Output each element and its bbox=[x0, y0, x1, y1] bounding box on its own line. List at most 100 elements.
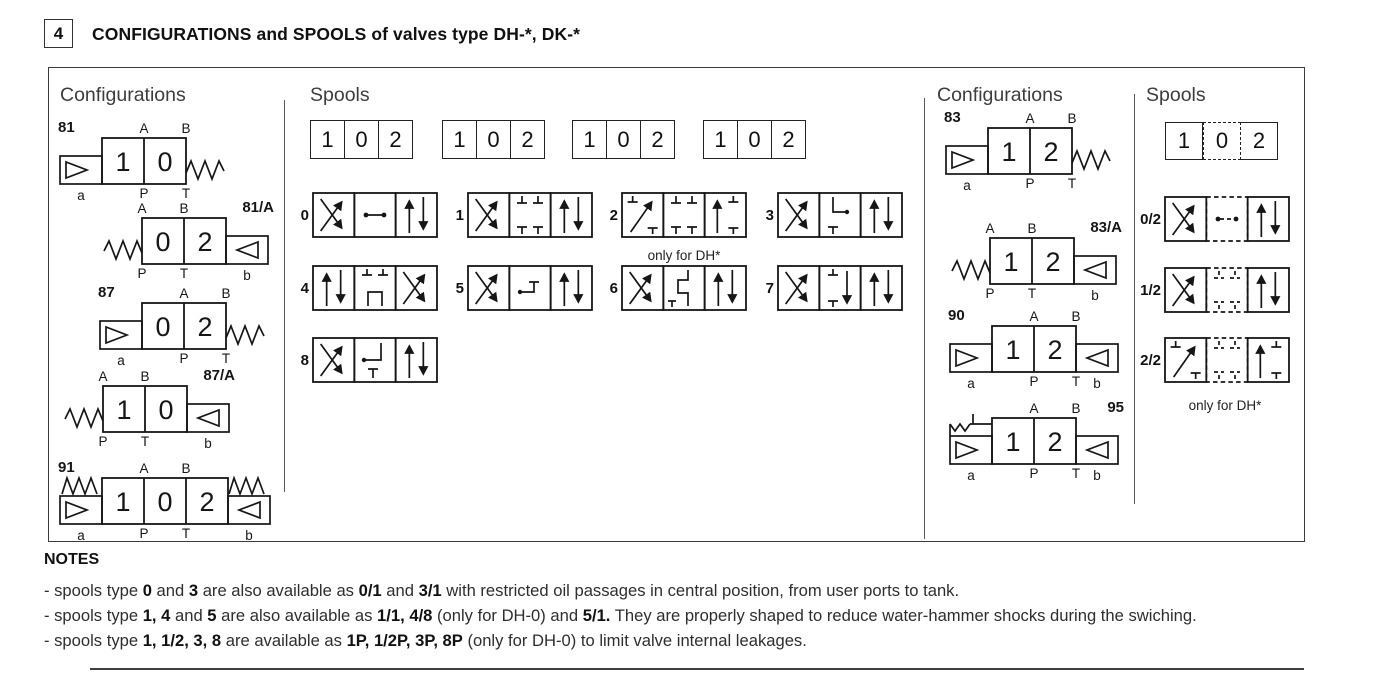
svg-text:2: 2 bbox=[197, 227, 212, 257]
spool-position-cell: 1 bbox=[310, 120, 345, 159]
svg-text:B: B bbox=[140, 369, 149, 384]
svg-text:A: A bbox=[1029, 309, 1038, 324]
spool-position-cell: 2 bbox=[641, 120, 675, 159]
spool-number: 2/2 bbox=[1140, 351, 1161, 369]
spool-symbol-2: 2 bbox=[592, 191, 748, 239]
svg-text:A: A bbox=[1029, 401, 1038, 416]
spool-position-cell: 0 bbox=[738, 120, 772, 159]
spool-schematic bbox=[312, 192, 438, 238]
svg-text:a: a bbox=[963, 178, 971, 193]
svg-text:T: T bbox=[182, 526, 190, 541]
next-section-border bbox=[90, 668, 1304, 670]
spool-symbol-1-2: 1/2 bbox=[1131, 266, 1291, 314]
spool-schematic bbox=[1164, 196, 1290, 242]
spool-position-cell: 2 bbox=[379, 120, 413, 159]
svg-text:87/A: 87/A bbox=[203, 367, 235, 384]
spool-symbol-3: 3 bbox=[748, 191, 904, 239]
notes-lines: - spools type 0 and 3 are also available… bbox=[44, 578, 1344, 653]
spool-position-cell: 0 bbox=[1203, 122, 1241, 160]
svg-text:A: A bbox=[139, 121, 148, 136]
svg-text:2: 2 bbox=[1045, 247, 1060, 277]
svg-text:b: b bbox=[245, 528, 253, 543]
svg-text:T: T bbox=[1072, 466, 1080, 481]
spool-number: 2 bbox=[609, 206, 618, 224]
spool-number: 1 bbox=[455, 206, 464, 224]
svg-text:a: a bbox=[117, 353, 125, 368]
svg-text:1: 1 bbox=[1001, 137, 1016, 167]
spool-position-cell: 1 bbox=[442, 120, 477, 159]
svg-text:P: P bbox=[139, 526, 148, 541]
svg-text:A: A bbox=[179, 286, 188, 301]
svg-text:2: 2 bbox=[1047, 335, 1062, 365]
only-for-dh-note-middle: only for DH* bbox=[647, 248, 721, 263]
spool-number: 6 bbox=[609, 279, 618, 297]
svg-text:a: a bbox=[77, 528, 85, 543]
svg-text:1: 1 bbox=[115, 147, 130, 177]
spool-symbol-6: 6 bbox=[592, 264, 748, 312]
svg-text:B: B bbox=[1027, 221, 1036, 236]
svg-text:B: B bbox=[179, 201, 188, 216]
spool-number: 3 bbox=[765, 206, 774, 224]
spool-symbol-1: 1 bbox=[438, 191, 594, 239]
column-divider bbox=[284, 100, 286, 492]
svg-text:A: A bbox=[137, 201, 146, 216]
spool-schematic bbox=[312, 337, 438, 383]
svg-text:P: P bbox=[1025, 176, 1034, 191]
svg-text:B: B bbox=[1071, 309, 1080, 324]
spool-symbol-7: 7 bbox=[748, 264, 904, 312]
spool-symbol-8: 8 bbox=[283, 336, 439, 384]
spool-schematic bbox=[467, 265, 593, 311]
svg-text:1: 1 bbox=[115, 487, 130, 517]
svg-text:a: a bbox=[967, 468, 975, 483]
spool-symbol-4: 4 bbox=[283, 264, 439, 312]
svg-text:P: P bbox=[985, 286, 994, 301]
svg-text:P: P bbox=[139, 186, 148, 201]
spool-number: 8 bbox=[300, 351, 309, 369]
svg-text:b: b bbox=[204, 436, 212, 451]
spool-schematic bbox=[777, 265, 903, 311]
notes-section: NOTES - spools type 0 and 3 are also ava… bbox=[44, 551, 1344, 653]
column-divider bbox=[924, 98, 926, 539]
spool-symbol-0-2: 0/2 bbox=[1131, 195, 1291, 243]
svg-text:T: T bbox=[141, 434, 149, 449]
svg-text:B: B bbox=[1071, 401, 1080, 416]
heading-configurations-right: Configurations bbox=[937, 84, 1063, 106]
svg-text:0: 0 bbox=[157, 147, 172, 177]
svg-text:2: 2 bbox=[1043, 137, 1058, 167]
svg-text:b: b bbox=[1091, 288, 1099, 303]
spool-position-cell: 2 bbox=[1241, 122, 1278, 160]
spool-symbol-2-2: 2/2 bbox=[1131, 336, 1291, 384]
svg-text:B: B bbox=[181, 461, 190, 476]
spool-number: 0/2 bbox=[1140, 210, 1161, 228]
spool-number: 1/2 bbox=[1140, 281, 1161, 299]
note-line: - spools type 1, 1/2, 3, 8 are available… bbox=[44, 631, 807, 650]
svg-text:A: A bbox=[139, 461, 148, 476]
svg-text:b: b bbox=[243, 268, 251, 283]
spool-schematic bbox=[467, 192, 593, 238]
svg-text:b: b bbox=[1093, 376, 1101, 391]
svg-text:87: 87 bbox=[98, 284, 115, 301]
spool-position-cell: 0 bbox=[477, 120, 511, 159]
column-divider bbox=[1134, 94, 1136, 504]
svg-text:T: T bbox=[182, 186, 190, 201]
spool-schematic bbox=[777, 192, 903, 238]
page-title: CONFIGURATIONS and SPOOLS of valves type… bbox=[92, 24, 581, 44]
svg-text:B: B bbox=[221, 286, 230, 301]
main-frame bbox=[48, 67, 1305, 542]
svg-text:81: 81 bbox=[58, 119, 75, 136]
spool-schematic bbox=[1164, 267, 1290, 313]
svg-text:P: P bbox=[137, 266, 146, 281]
svg-text:T: T bbox=[1068, 176, 1076, 191]
svg-text:P: P bbox=[1029, 374, 1038, 389]
svg-text:0: 0 bbox=[155, 312, 170, 342]
